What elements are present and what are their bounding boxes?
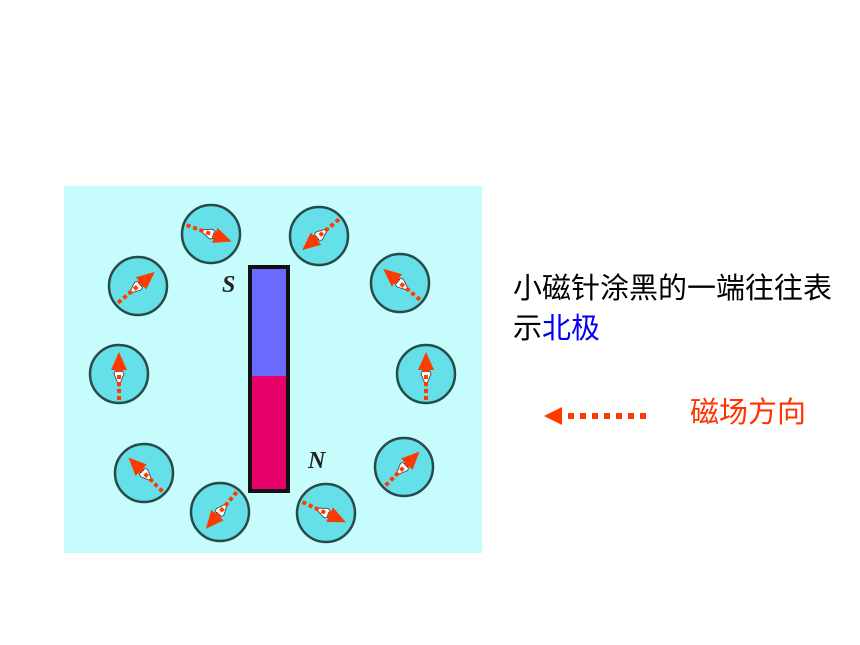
field-direction-legend: 磁场方向	[540, 390, 840, 440]
field-arrow-head	[111, 352, 127, 370]
legend-arrow-dot	[592, 413, 598, 419]
compass-needle	[113, 442, 175, 504]
field-arrow-line	[185, 223, 220, 239]
caption-main: 小磁针涂黑的一端往往表示	[513, 271, 833, 345]
compass-needle	[295, 482, 357, 544]
compass-needle	[369, 252, 431, 314]
compass-needle	[189, 481, 251, 543]
legend-arrow-head	[544, 407, 562, 425]
magnet-outline	[248, 265, 290, 493]
field-arrow-line	[392, 276, 422, 302]
compass-needle	[180, 203, 242, 265]
compass-needle	[88, 343, 150, 405]
magnet-south-half	[250, 267, 288, 376]
legend-arrow-dot	[568, 413, 574, 419]
magnet-north-half	[250, 376, 288, 491]
compass-needle	[288, 205, 350, 267]
legend-label: 磁场方向	[690, 395, 807, 429]
legend-arrow-dot	[640, 413, 646, 419]
field-arrow-head	[383, 268, 403, 287]
compass-needles	[88, 203, 457, 544]
magnet-south-label: S	[222, 272, 235, 298]
field-arrow-head	[205, 509, 224, 529]
field-arrow-line	[213, 490, 239, 520]
field-arrow-head	[128, 457, 147, 476]
legend-arrow-dot	[580, 413, 586, 419]
field-arrow-line	[301, 500, 335, 519]
field-arrow-head	[401, 451, 420, 470]
field-arrow-head	[326, 507, 346, 523]
legend-arrow-dot	[628, 413, 634, 419]
compass-needle	[373, 436, 435, 498]
compass-needle	[107, 255, 169, 317]
field-arrow-head	[135, 271, 155, 290]
caption-highlight-north-pole: 北极	[542, 311, 601, 345]
caption-text: 小磁针涂黑的一端往往表示北极	[513, 268, 833, 348]
bar-magnet: S N	[222, 265, 327, 493]
field-arrow-head	[302, 232, 322, 251]
field-arrow-line	[116, 279, 146, 305]
compass-needle	[395, 343, 457, 405]
legend-arrow-dot	[616, 413, 622, 419]
field-arrow-head	[418, 352, 434, 370]
magnetic-field-diagram: S N	[64, 186, 482, 553]
field-arrow-line	[311, 217, 341, 243]
magnet-north-label: N	[307, 448, 327, 474]
field-arrow-line	[136, 465, 164, 493]
diagram-svg: S N	[64, 186, 482, 553]
field-arrow-head	[212, 227, 232, 243]
legend-arrow-dot	[604, 413, 610, 419]
field-arrow-line	[384, 459, 412, 487]
legend-arrow-icon	[544, 407, 646, 425]
